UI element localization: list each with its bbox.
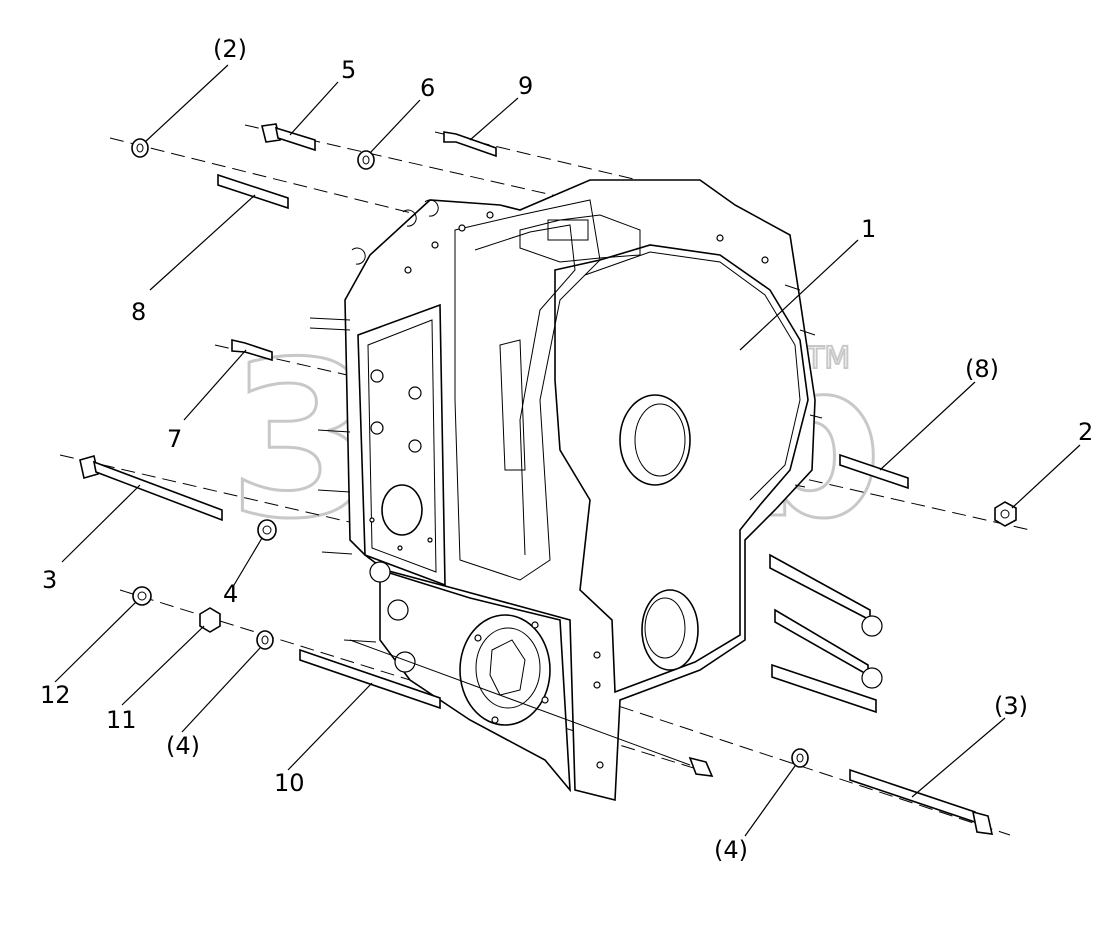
nut-part-11 (199, 607, 221, 633)
callout-5: 5 (341, 56, 356, 84)
callout-3-paren: (3) (994, 692, 1028, 720)
pin-part-8 (217, 173, 289, 210)
nut-part-2-right (994, 501, 1017, 527)
callout-12: 12 (40, 681, 71, 709)
transmission-housing (309, 179, 823, 802)
callout-1: 1 (861, 215, 876, 243)
watermark-tm: TM (805, 341, 850, 376)
bolt-part-10 (299, 648, 441, 710)
nut-part-12 (132, 586, 152, 606)
screw-part-7 (231, 338, 273, 362)
washer-part-6 (357, 150, 375, 170)
pin-part-8-right (839, 453, 909, 490)
callout-6: 6 (420, 74, 435, 102)
leader-lines (54, 64, 1081, 837)
callout-labels: (2) 5 6 9 1 8 7 (8) 2 3 4 12 11 (4) 10 (… (40, 35, 1093, 864)
callout-2: 2 (1078, 418, 1093, 446)
callout-9: 9 (518, 72, 533, 100)
callout-4: 4 (223, 580, 238, 608)
callout-2-paren: (2) (213, 35, 247, 63)
washer-part-2-top (131, 138, 149, 158)
screw-part-9 (443, 131, 497, 158)
washer-part-4-top (257, 519, 277, 541)
washer-part-4-bottom (791, 748, 809, 768)
callout-4-paren-left: (4) (166, 732, 200, 760)
callout-4-paren-bottom: (4) (714, 836, 748, 864)
callout-11: 11 (106, 706, 137, 734)
callout-7: 7 (167, 425, 182, 453)
washer-part-4-left (256, 630, 274, 650)
callout-3: 3 (42, 566, 57, 594)
callout-10: 10 (274, 769, 305, 797)
callout-8: 8 (131, 298, 146, 326)
callout-8-paren: (8) (965, 355, 999, 383)
